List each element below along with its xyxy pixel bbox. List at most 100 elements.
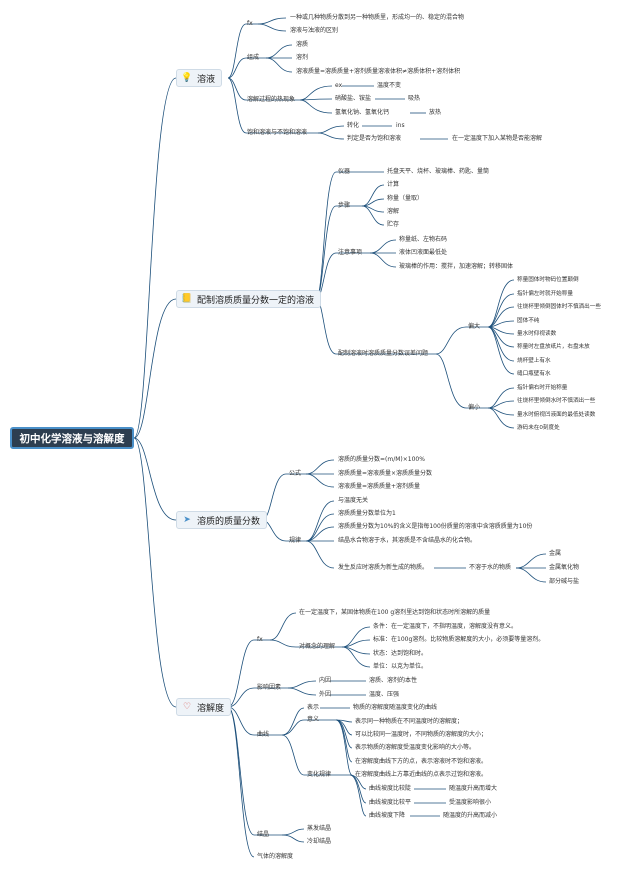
node-rjd-qx-yy5[interactable]: 在溶解度曲线上方靠近曲线的点表示过饱和溶液。	[355, 771, 488, 778]
branch-label: 溶质的质量分数	[197, 516, 261, 527]
node-rjd-ys-a1[interactable]: 溶质、溶剂的本性	[369, 677, 418, 684]
branch-fenshu[interactable]: ➤ 溶质的质量分数	[176, 511, 268, 529]
node-pz-bz[interactable]: 步骤	[338, 202, 351, 209]
node-fs-gs3[interactable]: 溶液质量=溶质质量+溶剂质量	[338, 483, 421, 490]
node-rjd-lj[interactable]: 对概念的理解	[299, 643, 336, 650]
node-rongye-dy1[interactable]: 一种或几种物质分散到另一种物质里，形成均一的、稳定的混合物	[290, 14, 465, 21]
node-pz-pd8[interactable]: 缝口瓶壁有水	[517, 371, 551, 377]
branch-peizhi[interactable]: 📒 配制溶质质量分数一定的溶液	[176, 290, 322, 308]
branch-rongjiedu[interactable]: ♡ 溶解度	[176, 698, 232, 716]
node-fs-gl[interactable]: 规律	[289, 537, 302, 544]
node-rjd-jj1[interactable]: 蒸发结晶	[307, 825, 332, 832]
node-rjd-qx-yy3[interactable]: 表示物质的溶解度受温度变化影响的大小等。	[355, 744, 476, 751]
node-rongye-dy[interactable]: fx	[247, 20, 253, 27]
node-fs-gs1[interactable]: 溶质的质量分数=(m/M)×100%	[338, 456, 425, 463]
node-fs-gl3[interactable]: 溶质质量分数为10%的含义是指每100份质量的溶液中含溶质质量为10份	[338, 523, 533, 530]
node-pz-pd3[interactable]: 往烧杯里倾倒固体时不慎洒出一些	[517, 304, 601, 310]
node-pz-px1[interactable]: 指针偏右时开始称量	[517, 385, 568, 391]
node-pz-px4[interactable]: 游码未在0刻度处	[517, 425, 560, 431]
node-fs-gl2[interactable]: 溶质质量分数单位为1	[338, 510, 396, 517]
node-fs-gl5a2[interactable]: 金属氧化物	[549, 564, 580, 571]
branch-rongye[interactable]: 💡 溶液	[176, 69, 223, 87]
node-pz-px[interactable]: 偏小	[468, 404, 481, 411]
node-rjd-lj1[interactable]: 条件：在一定温度下，不指明温度，溶解度没有意义。	[373, 623, 518, 630]
node-fs-gl5a1[interactable]: 金属	[549, 550, 562, 557]
node-pz-yq[interactable]: 仪器	[338, 168, 351, 175]
node-rongye-rj-b[interactable]: 硝酸盐、铵盐	[335, 95, 372, 102]
node-rjd-lj3[interactable]: 状态：达到饱和时。	[373, 650, 428, 657]
node-rongye-rj[interactable]: 溶解过程的热现象	[247, 96, 296, 103]
node-rjd-qx-yy2[interactable]: 可以比较同一温度时，不同物质的溶解度的大小；	[355, 731, 488, 738]
node-rongye-zc1[interactable]: 溶质	[296, 41, 309, 48]
node-rongye-rj-a1[interactable]: 温度不变	[377, 82, 402, 89]
node-rongye-bh-a[interactable]: 转化	[347, 122, 360, 129]
node-fs-gl1[interactable]: 与温度无关	[338, 497, 369, 504]
node-rjd-dy[interactable]: fx	[257, 636, 263, 643]
node-fs-gl4[interactable]: 结晶水合物溶于水，其溶质是不含结晶水的化合物。	[338, 537, 477, 544]
node-rjd-qx-gl1[interactable]: 曲线坡度比较陡	[369, 785, 412, 792]
branch-label: 溶解度	[197, 703, 225, 714]
node-rjd-dy1[interactable]: 在一定温度下，某固体物质在100 g溶剂里达到饱和状态时所溶解的质量	[299, 609, 491, 616]
node-rjd-lj2[interactable]: 标准：在100g溶剂。比较物质溶解度的大小，必须要等量溶剂。	[373, 636, 545, 643]
node-rongye-bh-b[interactable]: 判定是否为饱和溶液	[347, 135, 402, 142]
node-rongye-rj-b1[interactable]: 吸热	[408, 95, 421, 102]
node-pz-bz2[interactable]: 称量（量取）	[387, 195, 424, 202]
node-fs-gs[interactable]: 公式	[289, 470, 302, 477]
node-pz-px3[interactable]: 量水时俯视凹液面的最低处读数	[517, 412, 596, 418]
node-rongye-zc3[interactable]: 溶液质量=溶质质量+溶剂质量溶液体积≠溶质体积+溶剂体积	[296, 68, 461, 75]
node-rongye-dy2[interactable]: 溶液与浊液的区别	[290, 27, 339, 34]
node-fs-gs2[interactable]: 溶质质量=溶液质量×溶质质量分数	[338, 470, 433, 477]
node-rjd-ys-b[interactable]: 外因	[319, 691, 332, 698]
node-rjd-ys-a[interactable]: 内因	[319, 677, 332, 684]
node-rjd-qx-gl1a[interactable]: 随温度升高而增大	[449, 785, 498, 792]
node-rjd-jj2[interactable]: 冷却结晶	[307, 838, 332, 845]
node-fs-gl5a3[interactable]: 部分碱与盐	[549, 578, 580, 585]
node-rjd-qx-yy[interactable]: 意义	[307, 716, 320, 723]
node-pz-pd5[interactable]: 量水时仰视读数	[517, 331, 557, 337]
node-rjd-qx-bs1[interactable]: 物质的溶解度随温度变化的曲线	[353, 704, 438, 711]
node-rjd-qx[interactable]: 曲线	[257, 731, 270, 738]
node-fs-gl5[interactable]: 发生反应时溶质为新生成的物质。	[338, 564, 429, 571]
node-pz-pd4[interactable]: 固体不纯	[517, 318, 540, 324]
node-rjd-qx-gl2[interactable]: 曲线坡度比较平	[369, 799, 412, 806]
node-rjd-qx-gl3a[interactable]: 随温度的升高而减小	[443, 812, 498, 819]
node-pz-zy[interactable]: 注意事项	[338, 249, 363, 256]
node-rongye-zc2[interactable]: 溶剂	[296, 54, 309, 61]
node-rongye-bh[interactable]: 饱和溶液与不饱和溶液	[247, 129, 308, 136]
root-node[interactable]: 初中化学溶液与溶解度	[10, 427, 134, 449]
node-pz-zy3[interactable]: 玻璃棒的作用：搅拌，加速溶解；转移固体	[399, 263, 514, 270]
node-pz-wt[interactable]: 配制溶液时溶质质量分数误差问题	[338, 350, 429, 357]
node-rongye-rj-c1[interactable]: 放热	[429, 109, 442, 116]
node-pz-zy1[interactable]: 称量纸、左物右码	[399, 236, 448, 243]
node-rongye-rj-c[interactable]: 氢氧化钠、氢氧化钙	[335, 109, 390, 116]
node-rjd-qx-yy4[interactable]: 在溶解度曲线下方的点，表示溶液时不饱和溶液。	[355, 758, 488, 765]
node-rjd-qx-gl3[interactable]: 曲线坡度下降	[369, 812, 406, 819]
node-rongye-bh-b1[interactable]: 在一定温度下加入某物是否能溶解	[452, 135, 543, 142]
node-pz-pd2[interactable]: 指针偏左时就开始称量	[517, 291, 573, 297]
node-rjd-lj4[interactable]: 单位：以克为单位。	[373, 663, 428, 670]
node-rjd-qx-gl[interactable]: 变化规律	[307, 771, 332, 778]
node-pz-yq1[interactable]: 托盘天平、烧杯、玻璃棒、药匙、量筒	[387, 168, 490, 175]
node-pz-zy2[interactable]: 液体凹液面最低处	[399, 249, 448, 256]
node-rjd-ys-b1[interactable]: 温度、压强	[369, 691, 400, 698]
node-rongye-rj-a[interactable]: ex	[335, 82, 343, 89]
node-rjd-ys[interactable]: 影响因素	[257, 684, 282, 691]
lightbulb-icon: 💡	[181, 73, 193, 83]
node-rjd-jj[interactable]: 结晶	[257, 831, 270, 838]
branch-label: 溶液	[197, 74, 216, 85]
node-pz-pd[interactable]: 偏大	[468, 323, 481, 330]
node-rjd-qx-yy1[interactable]: 表示同一种物质在不同温度时的溶解度；	[355, 718, 464, 725]
node-pz-bz3[interactable]: 溶解	[387, 208, 400, 215]
node-pz-px2[interactable]: 往烧杯里倾倒水时不慎洒出一些	[517, 398, 596, 404]
node-fs-gl5a[interactable]: 不溶于水的物质	[469, 564, 512, 571]
node-rjd-qt[interactable]: 气体的溶解度	[257, 853, 294, 860]
node-pz-bz1[interactable]: 计算	[387, 181, 400, 188]
node-pz-pd1[interactable]: 称量固体时物码位置颠倒	[517, 277, 579, 283]
node-rongye-bh-a1[interactable]: ins	[396, 122, 405, 129]
node-rjd-qx-bs[interactable]: 表示	[307, 704, 320, 711]
node-pz-pd7[interactable]: 烧杯壁上有水	[517, 358, 551, 364]
node-pz-pd6[interactable]: 称量时左盘放纸片，右盘未放	[517, 344, 590, 350]
node-rjd-qx-gl2a[interactable]: 受温度影响很小	[449, 799, 492, 806]
node-rongye-zc[interactable]: 组成	[247, 54, 260, 61]
node-pz-bz4[interactable]: 贮存	[387, 221, 400, 228]
